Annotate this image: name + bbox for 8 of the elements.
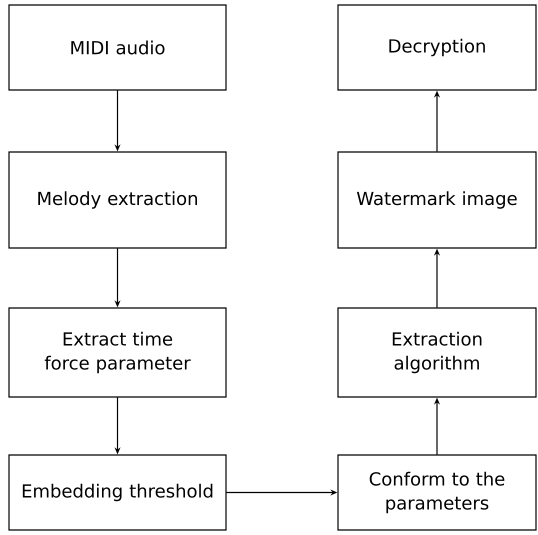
process-box: Extraction algorithm — [337, 307, 537, 398]
process-box: Extract time force parameter — [8, 307, 227, 398]
process-box: Melody extraction — [8, 151, 227, 249]
process-box: Decryption — [337, 4, 537, 91]
process-box: Watermark image — [337, 151, 537, 249]
process-box: Conform to the parameters — [337, 454, 537, 531]
process-box: MIDI audio — [8, 4, 227, 91]
process-box: Embedding threshold — [8, 454, 227, 531]
